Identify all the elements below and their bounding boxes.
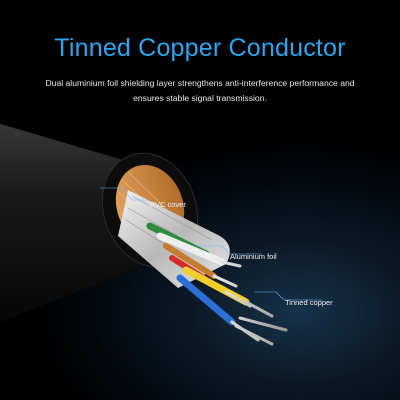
callout-aluminium-foil: Aluminium foil — [230, 252, 277, 261]
inner-conductors — [146, 222, 288, 346]
callout-tinned-copper: Tinned copper — [285, 298, 333, 307]
page-title: Tinned Copper Conductor — [54, 34, 346, 62]
callout-pvc-cover: PVC cover — [150, 200, 186, 209]
feature-description: Dual aluminium foil shielding layer stre… — [45, 78, 355, 103]
callout-lines — [100, 187, 322, 301]
